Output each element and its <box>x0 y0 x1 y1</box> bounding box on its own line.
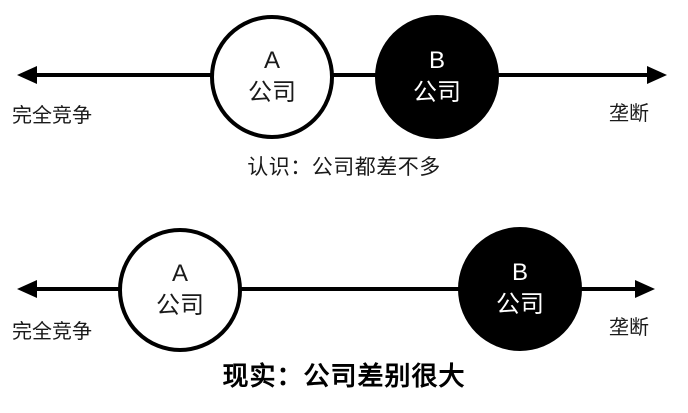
perception-left-label: 完全竞争 <box>12 105 92 127</box>
company-b-circle-perception: B 公司 <box>375 15 499 139</box>
right-arrow-icon <box>635 280 655 298</box>
company-a-circle-reality: A 公司 <box>118 228 242 352</box>
company-a-word: 公司 <box>156 292 204 319</box>
company-b-letter: B <box>428 47 445 75</box>
reality-right-label: 垄断 <box>609 317 649 339</box>
left-arrow-icon <box>17 66 37 84</box>
company-b-word: 公司 <box>496 291 544 318</box>
company-b-circle-reality: B 公司 <box>458 227 582 351</box>
company-a-circle-perception: A 公司 <box>210 15 334 139</box>
perception-right-label: 垄断 <box>609 103 649 125</box>
company-b-word: 公司 <box>413 79 461 106</box>
company-a-word: 公司 <box>248 79 296 106</box>
reality-left-label: 完全竞争 <box>12 321 92 343</box>
left-arrow-icon <box>17 280 37 298</box>
company-a-letter: A <box>263 47 280 75</box>
company-a-letter: A <box>171 260 188 288</box>
perception-caption: 认识：公司都差不多 <box>247 156 441 179</box>
company-b-letter: B <box>511 259 528 287</box>
reality-caption: 现实：公司差别很大 <box>222 361 466 391</box>
right-arrow-icon <box>647 66 667 84</box>
